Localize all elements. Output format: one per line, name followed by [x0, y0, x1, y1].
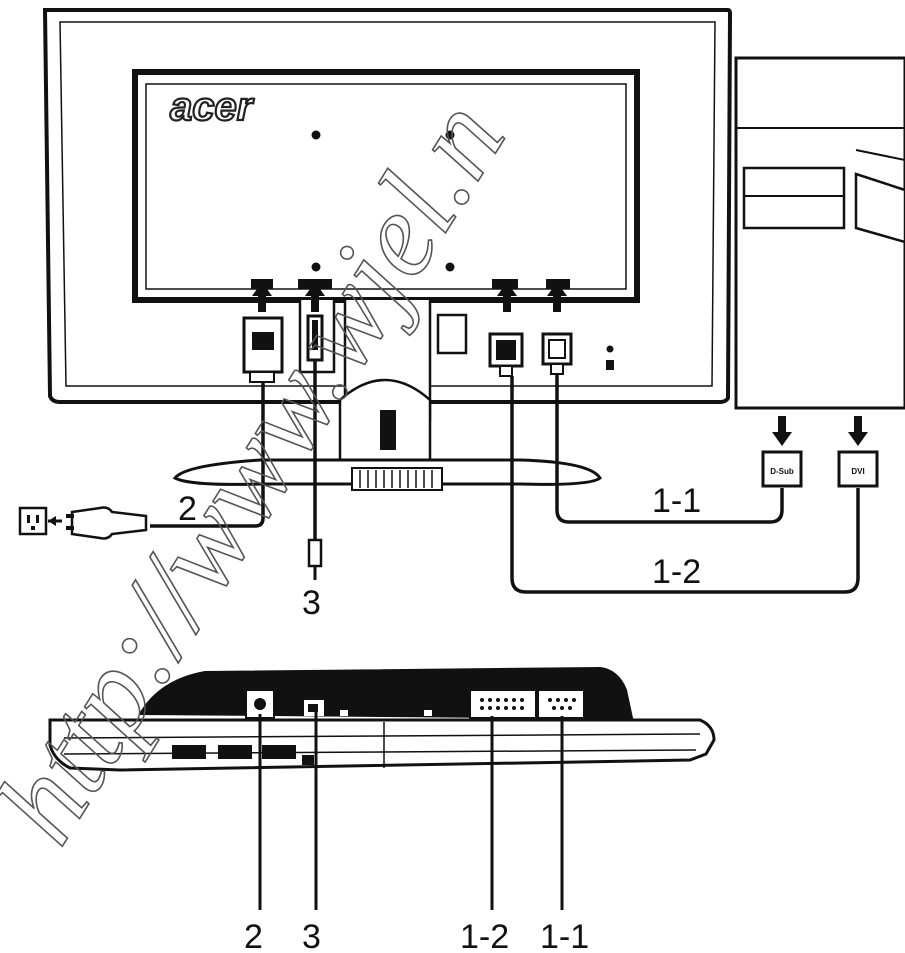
- monitor-inner-frame: [59, 21, 716, 387]
- label-dvi-bottom: 1-2: [460, 918, 509, 953]
- label-dsub-bottom: 1-1: [540, 918, 589, 953]
- brand-logo: acer: [170, 85, 255, 129]
- label-cable-dsub-top: 1-1: [652, 482, 701, 520]
- bottom-power-port: [245, 689, 275, 719]
- pc-dsub-connector: D-Sub: [761, 450, 803, 488]
- dsub-plug-icon: [541, 332, 573, 375]
- bottom-bezel: [48, 718, 716, 772]
- label-power-bottom: 2: [244, 918, 263, 953]
- computer-tower: [734, 56, 905, 410]
- bottom-dvi-port: [469, 689, 537, 719]
- monitor-bottom-view: [48, 666, 716, 772]
- pc-dvi-connector: DVI: [837, 450, 879, 488]
- monitor-rear-view: acer: [42, 8, 733, 491]
- audio-jack-icon: [307, 538, 323, 580]
- bottom-dsub-port: [537, 689, 585, 719]
- dsub-cable: [555, 374, 784, 524]
- power-plug-icon: [242, 316, 284, 383]
- dsub-label: D-Sub: [770, 467, 794, 476]
- insert-arrows: [252, 282, 567, 312]
- cables-top: [150, 360, 860, 594]
- dvi-cable: [510, 376, 860, 594]
- bottom-leader-lines: [258, 712, 564, 910]
- bottom-buttons: [172, 745, 314, 765]
- vesa-mount-holes: [311, 130, 455, 272]
- power-cord-plug-icon: [48, 506, 148, 540]
- power-cable: [150, 382, 265, 528]
- bottom-audio-port: [304, 700, 432, 716]
- rear-panel: [132, 69, 640, 303]
- label-audio-top: 3: [302, 584, 321, 622]
- wall-outlet-icon: [18, 506, 48, 536]
- dvi-label: DVI: [851, 467, 864, 476]
- label-audio-bottom: 3: [302, 918, 321, 953]
- down-arrows-pc: [772, 416, 868, 446]
- label-power-top: 2: [178, 490, 197, 528]
- label-cable-dvi-top: 1-2: [652, 553, 701, 591]
- dvi-plug-icon: [488, 332, 524, 377]
